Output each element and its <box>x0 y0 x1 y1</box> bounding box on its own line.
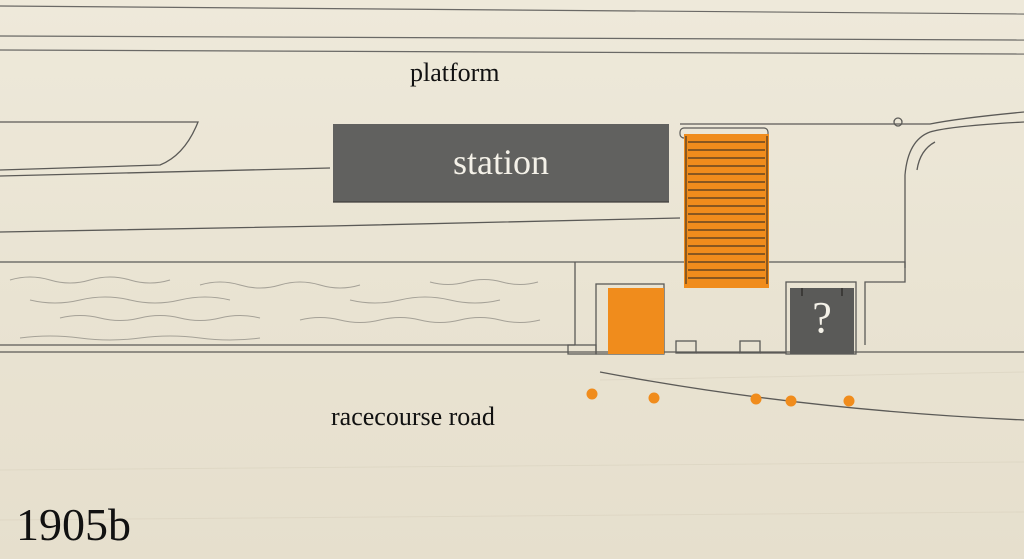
railway-lines <box>0 5 1024 55</box>
road-markers <box>586 388 855 407</box>
platform-label: platform <box>410 58 500 87</box>
plate-id-label: 1905b <box>16 499 131 550</box>
orange-small-block <box>608 288 664 354</box>
ground-hatching <box>9 276 541 341</box>
road-marker <box>586 388 598 400</box>
road-marker <box>750 393 762 405</box>
unknown-block <box>790 288 854 354</box>
paper-texture <box>0 371 1024 521</box>
road-label: racecourse road <box>331 402 495 431</box>
station-label: station <box>453 142 549 182</box>
orange-hatched-building <box>684 134 769 288</box>
platform-outline <box>0 111 1024 421</box>
road-marker <box>785 395 797 407</box>
road-marker <box>843 395 855 407</box>
unknown-building-label: ? <box>812 293 832 342</box>
road-marker <box>648 392 660 404</box>
station-block <box>333 124 669 202</box>
